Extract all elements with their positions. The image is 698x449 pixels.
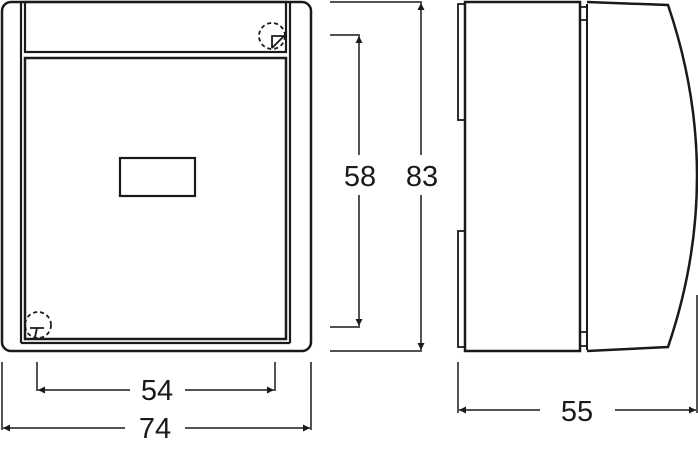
outer-frame bbox=[0, 0, 313, 353]
width-dimensions bbox=[1, 362, 312, 432]
hinge-top bbox=[580, 6, 587, 21]
cover-plate bbox=[23, 56, 288, 341]
hinge-bottom bbox=[580, 331, 587, 347]
screw-top-right-icon bbox=[258, 22, 287, 50]
front-view bbox=[0, 0, 313, 353]
side-view bbox=[457, 0, 698, 353]
dimension-outer-height: 83 bbox=[406, 161, 438, 193]
curved-cover bbox=[586, 0, 698, 353]
dimension-outer-width: 74 bbox=[139, 413, 171, 445]
height-dimensions bbox=[330, 1, 425, 352]
depth-dimension bbox=[457, 295, 698, 414]
base-body bbox=[463, 0, 582, 353]
dimension-depth: 55 bbox=[561, 396, 593, 428]
dimension-inner-height: 58 bbox=[344, 161, 376, 193]
screw-bottom-left-icon bbox=[24, 311, 52, 339]
indicator-window bbox=[118, 156, 197, 198]
dimension-inner-width: 54 bbox=[141, 375, 173, 407]
top-label-strip bbox=[23, 0, 288, 54]
